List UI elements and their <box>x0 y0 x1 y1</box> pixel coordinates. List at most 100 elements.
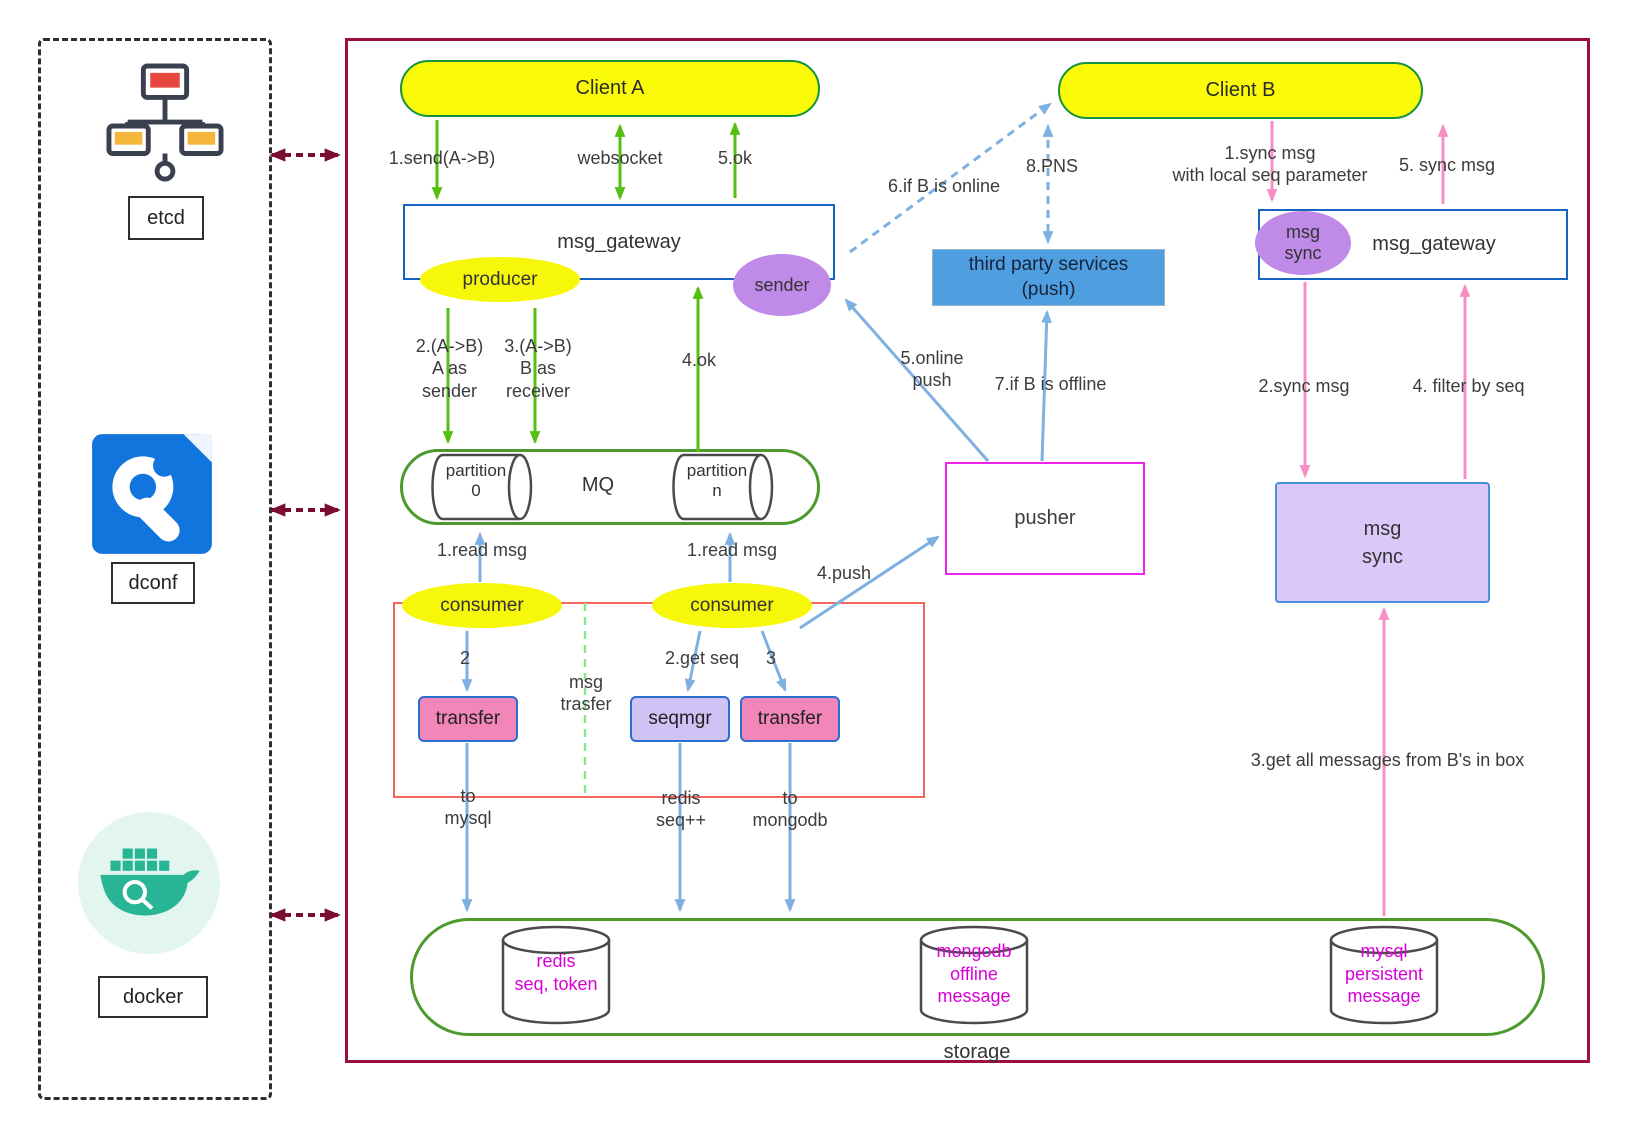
text-line: mysql <box>444 808 492 829</box>
label-to-mongodb: to mongodb <box>740 787 840 832</box>
partition-0-label: partition 0 <box>430 461 522 502</box>
text-line: msg_gateway <box>1372 233 1496 255</box>
text-line: 2.sync msg <box>1258 376 1350 396</box>
text-line: 2.(A->B) <box>415 336 484 356</box>
text-line: redis <box>536 951 576 971</box>
label-sync-msg-5: 5. sync msg <box>1388 154 1506 176</box>
msg-sync-node: msg sync <box>1275 482 1490 603</box>
mq-title: MQ <box>548 473 648 498</box>
msg-sync-ellipse: msg sync <box>1255 211 1351 275</box>
label-push-4: 4.push <box>808 562 880 584</box>
text-line: offline <box>950 963 998 984</box>
text-line: to <box>460 786 476 806</box>
text-line: Client A <box>575 77 645 99</box>
text-line: msg <box>1285 222 1320 243</box>
text-line: 3.(A->B) <box>504 336 572 356</box>
text-line: partition <box>686 461 748 480</box>
text-line: mongodb <box>936 941 1012 961</box>
label-b-as-receiver: 3.(A->B) B as receiver <box>494 335 582 402</box>
client-b-node: Client B <box>1058 62 1423 119</box>
text-line: 2 <box>459 648 470 668</box>
label-step-2: 2 <box>450 647 480 669</box>
text-line: push <box>912 370 952 391</box>
text-line: 6.if B is online <box>887 176 1001 196</box>
dconf-label: dconf <box>111 562 195 604</box>
text-line: 1.send(A->B) <box>388 148 496 168</box>
text-line: 2.get seq <box>664 648 740 668</box>
text-line: 4. filter by seq <box>1412 376 1525 396</box>
etcd-label: etcd <box>128 196 204 240</box>
label-ok-5: 5.ok <box>706 147 764 169</box>
text-line: msg <box>1363 517 1402 540</box>
label-online-6: 6.if B is online <box>874 175 1014 197</box>
text-line: third party services <box>968 253 1129 275</box>
text-line: n <box>712 481 722 501</box>
text-line: storage <box>943 1041 1011 1063</box>
text-line: sender <box>421 380 478 401</box>
label-get-all-3: 3.get all messages from B's in box <box>1215 749 1560 771</box>
text-line: 4.ok <box>681 350 717 370</box>
text-line: redis <box>661 788 701 808</box>
text-line: to <box>782 788 798 808</box>
text-line: seqmgr <box>648 708 712 729</box>
text-line: websocket <box>577 148 663 168</box>
transfer-right-node: transfer <box>740 696 840 742</box>
label-a-as-sender: 2.(A->B) A as sender <box>402 335 497 402</box>
text-line: producer <box>462 268 538 290</box>
label-sync-1: 1.sync msg with local seq parameter <box>1142 142 1398 187</box>
third-party-services-node: third party services (push) <box>932 249 1165 306</box>
text-line: 5.ok <box>717 148 753 168</box>
text-line: sync <box>1284 243 1322 263</box>
text-line: 1.sync msg <box>1224 143 1316 163</box>
text-line: mysql <box>1360 941 1408 961</box>
label-sync-msg-2: 2.sync msg <box>1248 375 1360 397</box>
text-line: 3 <box>765 648 776 668</box>
text-line: B as <box>519 358 557 379</box>
main-frame <box>345 38 1590 1063</box>
label-websocket: websocket <box>568 147 672 169</box>
text-line: trasfer <box>560 694 612 715</box>
mysql-label: mysql persistent message <box>1320 940 1448 1008</box>
text-line: mongodb <box>752 810 828 831</box>
etcd-cluster-icon <box>106 63 224 182</box>
sender-ellipse: sender <box>733 254 831 316</box>
docker-whale-icon <box>78 812 220 954</box>
partition-0-cylinder <box>431 453 533 521</box>
label-send-1: 1.send(A->B) <box>376 147 508 169</box>
text-line: receiver <box>505 380 571 401</box>
text-line: 1.read msg <box>436 540 528 560</box>
label-read-msg-left: 1.read msg <box>428 539 536 561</box>
text-line: docker <box>122 985 184 1008</box>
msg-gateway-b-title: msg_gateway <box>1300 232 1568 257</box>
label-pns-8: 8.PNS <box>1020 155 1084 177</box>
docker-label: docker <box>98 976 208 1018</box>
text-line: MQ <box>581 474 615 496</box>
text-line: 7.if B is offline <box>994 374 1107 394</box>
redis-label: redis seq, token <box>492 950 620 995</box>
text-line: dconf <box>128 571 178 594</box>
text-line: persistent <box>1344 963 1424 984</box>
label-read-msg-right: 1.read msg <box>678 539 786 561</box>
label-ok-4: 4.ok <box>670 349 728 371</box>
text-line: A as <box>431 358 468 379</box>
text-line: consumer <box>440 594 524 616</box>
text-line: transfer <box>435 708 501 729</box>
text-line: partition <box>445 461 507 480</box>
seqmgr-node: seqmgr <box>630 696 730 742</box>
consumer-right-ellipse: consumer <box>652 583 812 628</box>
label-msg-trasfer: msg trasfer <box>540 671 632 716</box>
label-get-seq: 2.get seq <box>658 647 746 669</box>
label-step-3: 3 <box>758 647 784 669</box>
text-line: seq, token <box>514 973 598 994</box>
label-online-push-5: 5.online push <box>890 347 974 392</box>
sidebar-frame <box>38 38 272 1100</box>
text-line: sync <box>1361 545 1404 568</box>
redis-cylinder <box>501 925 611 1025</box>
transfer-left-node: transfer <box>418 696 518 742</box>
label-offline-7: 7.if B is offline <box>978 373 1123 395</box>
text-line: sender <box>754 274 810 295</box>
mongodb-label: mongodb offline message <box>910 940 1038 1008</box>
text-line: message <box>937 986 1011 1006</box>
partition-n-cylinder <box>672 453 774 521</box>
